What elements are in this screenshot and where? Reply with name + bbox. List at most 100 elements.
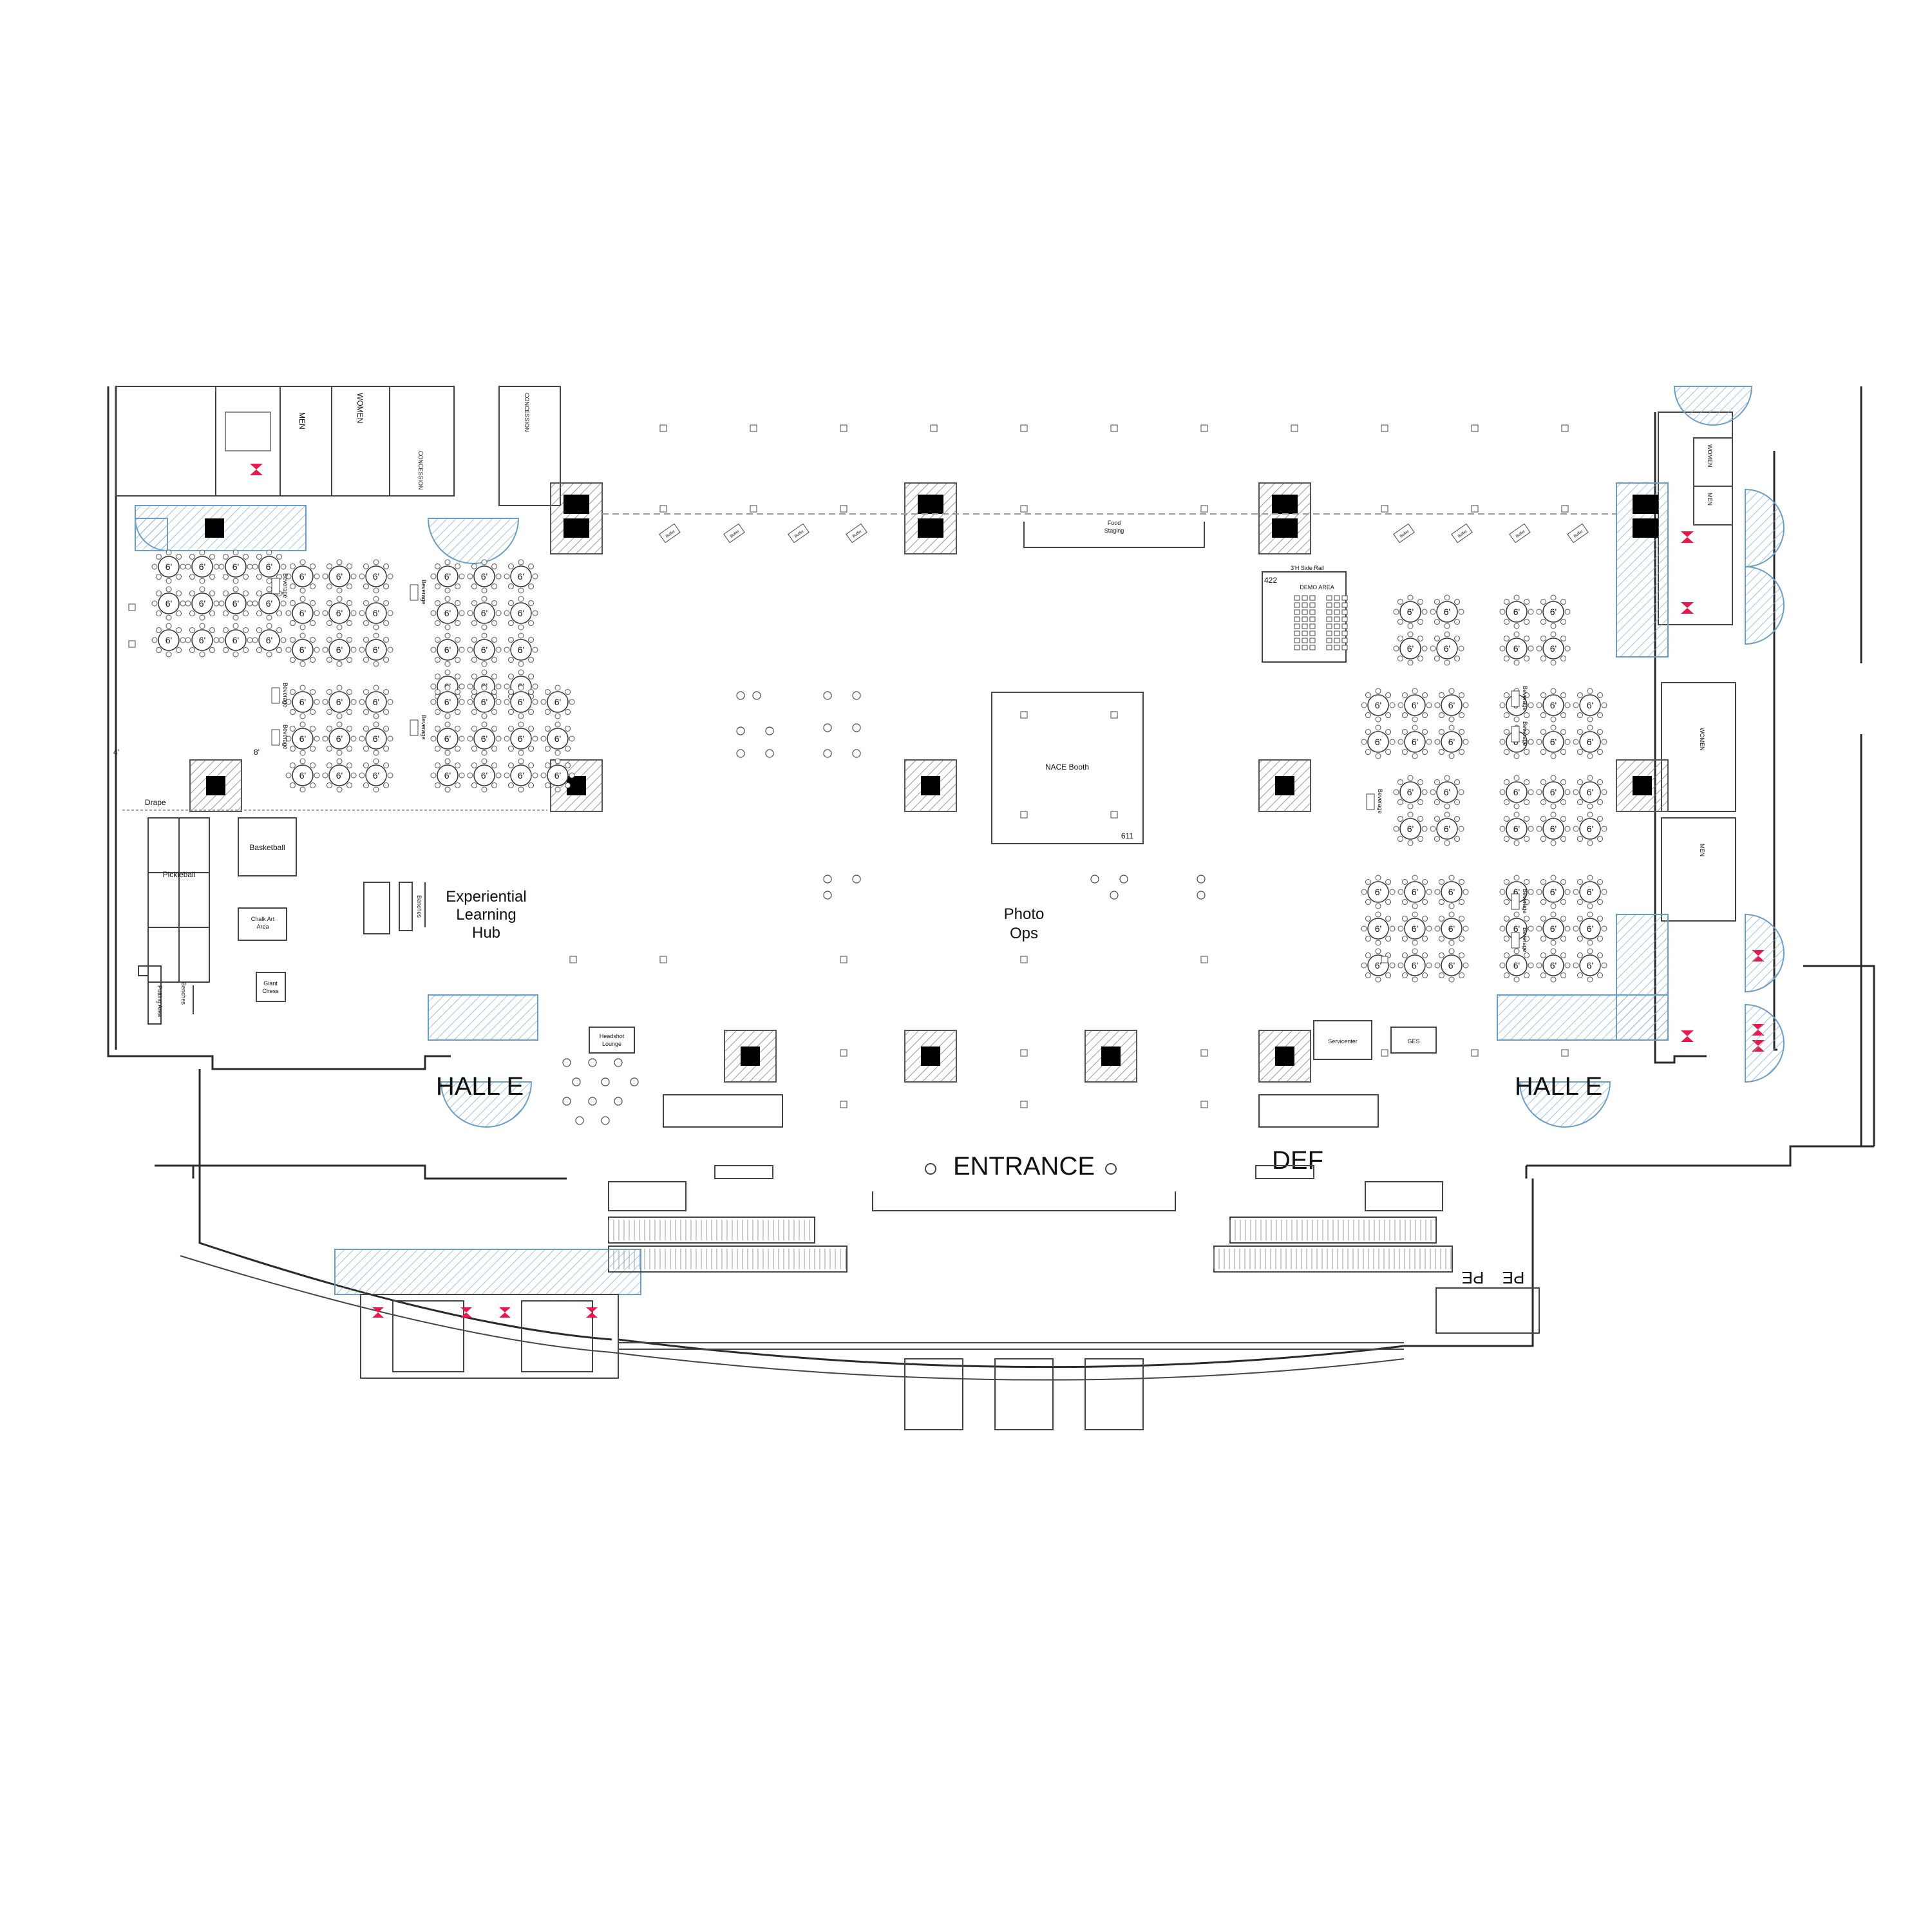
round-table: 6' — [359, 758, 393, 793]
beverage-station: Beverage — [410, 580, 427, 605]
demo-seat — [1334, 609, 1340, 615]
demo-seat — [1326, 616, 1332, 622]
service-booths: Headshot Lounge Servicenter GES — [589, 1020, 1437, 1128]
round-table: 6' — [1393, 811, 1428, 846]
round-table: 6' — [285, 632, 320, 667]
demo-seat — [1334, 645, 1340, 650]
round-table: 6' — [359, 559, 393, 594]
table-label: 6' — [1375, 887, 1381, 897]
building-outline — [107, 386, 1875, 1381]
cocktail-table — [601, 1116, 610, 1125]
food-staging-label-2: Staging — [1104, 527, 1124, 534]
pillars — [128, 424, 1569, 1108]
table-label: 6' — [199, 562, 205, 572]
table-label: 6' — [1444, 824, 1450, 834]
table-label: 6' — [1513, 607, 1520, 617]
pillar-marker — [569, 956, 577, 963]
round-table: 6' — [285, 758, 320, 793]
round-table: 6' — [430, 596, 465, 630]
pillar-marker — [1561, 424, 1569, 432]
exp-hub-label-1: Experiential — [446, 888, 526, 905]
table-label: 6' — [444, 697, 451, 707]
round-table: 6' — [151, 549, 186, 584]
demo-seat — [1334, 630, 1340, 636]
demo-seat — [1294, 638, 1300, 643]
table-label: 6' — [444, 608, 451, 618]
round-table: 6' — [467, 632, 502, 667]
round-table: 6' — [218, 549, 253, 584]
cocktail-table — [614, 1058, 623, 1067]
table-label: 6' — [1550, 923, 1557, 934]
pillar-marker — [1381, 1049, 1388, 1057]
round-table: 6' — [1361, 724, 1396, 759]
cocktail-table — [736, 749, 745, 758]
beverage-station: Beverage — [1366, 789, 1383, 814]
table-label: 6' — [266, 635, 272, 645]
cocktail-table — [852, 749, 861, 758]
table-label: 6' — [1513, 887, 1520, 897]
men-label-3: MEN — [1699, 844, 1705, 857]
round-table: 6' — [1430, 594, 1464, 629]
beverage-station: Beverage — [1511, 889, 1528, 914]
round-table: 6' — [322, 632, 357, 667]
side-rail-label: 3'H Side Rail — [1291, 565, 1324, 571]
round-table: 6' — [1361, 948, 1396, 983]
round-table: 6' — [504, 632, 538, 667]
buffet-station: Buffet — [1567, 523, 1589, 544]
round-table: 6' — [1573, 911, 1607, 946]
table-label: 6' — [481, 571, 488, 582]
table-label: 6' — [336, 734, 343, 744]
round-table: 6' — [504, 721, 538, 756]
table-label: 6' — [1513, 923, 1520, 934]
table-label: 6' — [1513, 824, 1520, 834]
concession-label-1: CONCESSION — [417, 451, 424, 490]
door-swings — [134, 386, 1785, 1128]
round-table: 6' — [1434, 875, 1469, 909]
round-table: 6' — [1430, 811, 1464, 846]
pillar-marker — [840, 424, 848, 432]
round-table: 6' — [252, 623, 287, 658]
demo-seat — [1309, 645, 1316, 650]
cocktail-table — [736, 726, 745, 735]
pillar-marker — [1381, 505, 1388, 513]
cocktail-table — [765, 726, 774, 735]
beverage-station: Beverage — [1511, 927, 1528, 952]
round-table: 6' — [359, 721, 393, 756]
table-label: 6' — [1448, 960, 1455, 971]
women-label-2: WOMEN — [1707, 444, 1713, 468]
pillar-marker — [1020, 811, 1028, 819]
table-label: 6' — [336, 571, 343, 582]
round-table: 6' — [430, 721, 465, 756]
round-table: 6' — [1434, 724, 1469, 759]
def-label: DEF — [1272, 1146, 1323, 1175]
round-table: 6' — [1393, 631, 1428, 666]
demo-seat — [1341, 609, 1348, 615]
women-label-1: WOMEN — [355, 393, 365, 423]
table-label: 6' — [232, 598, 239, 609]
round-table: 6' — [1536, 688, 1571, 723]
cocktail-table — [562, 1058, 571, 1067]
pillar-marker — [1291, 424, 1298, 432]
table-label: 6' — [232, 635, 239, 645]
pillar-marker — [840, 956, 848, 963]
pillar-marker — [1561, 1049, 1569, 1057]
cocktail-table — [852, 723, 861, 732]
cocktail-table — [752, 691, 761, 700]
round-table: 6' — [359, 685, 393, 719]
beverage-label: Beverage — [1522, 686, 1528, 711]
table-label: 6' — [1448, 700, 1455, 710]
beverage-label: Beverage — [1522, 721, 1528, 746]
pillar-marker — [128, 603, 136, 611]
demo-seat — [1294, 602, 1300, 608]
table-label: 6' — [518, 734, 524, 744]
demo-seat — [1326, 609, 1332, 615]
table-label: 6' — [1587, 700, 1593, 710]
demo-seat — [1294, 630, 1300, 636]
table-label: 6' — [554, 734, 561, 744]
columns — [205, 495, 1658, 1066]
beverage-label: Beverage — [1522, 889, 1528, 914]
activity-zone: Pickleball Basketball Chalk Art Area Gia… — [113, 748, 547, 1025]
exp-hub-label-2: Learning — [456, 906, 516, 923]
giant-chess-label-2: Chess — [262, 988, 279, 994]
table-label: 6' — [336, 645, 343, 655]
